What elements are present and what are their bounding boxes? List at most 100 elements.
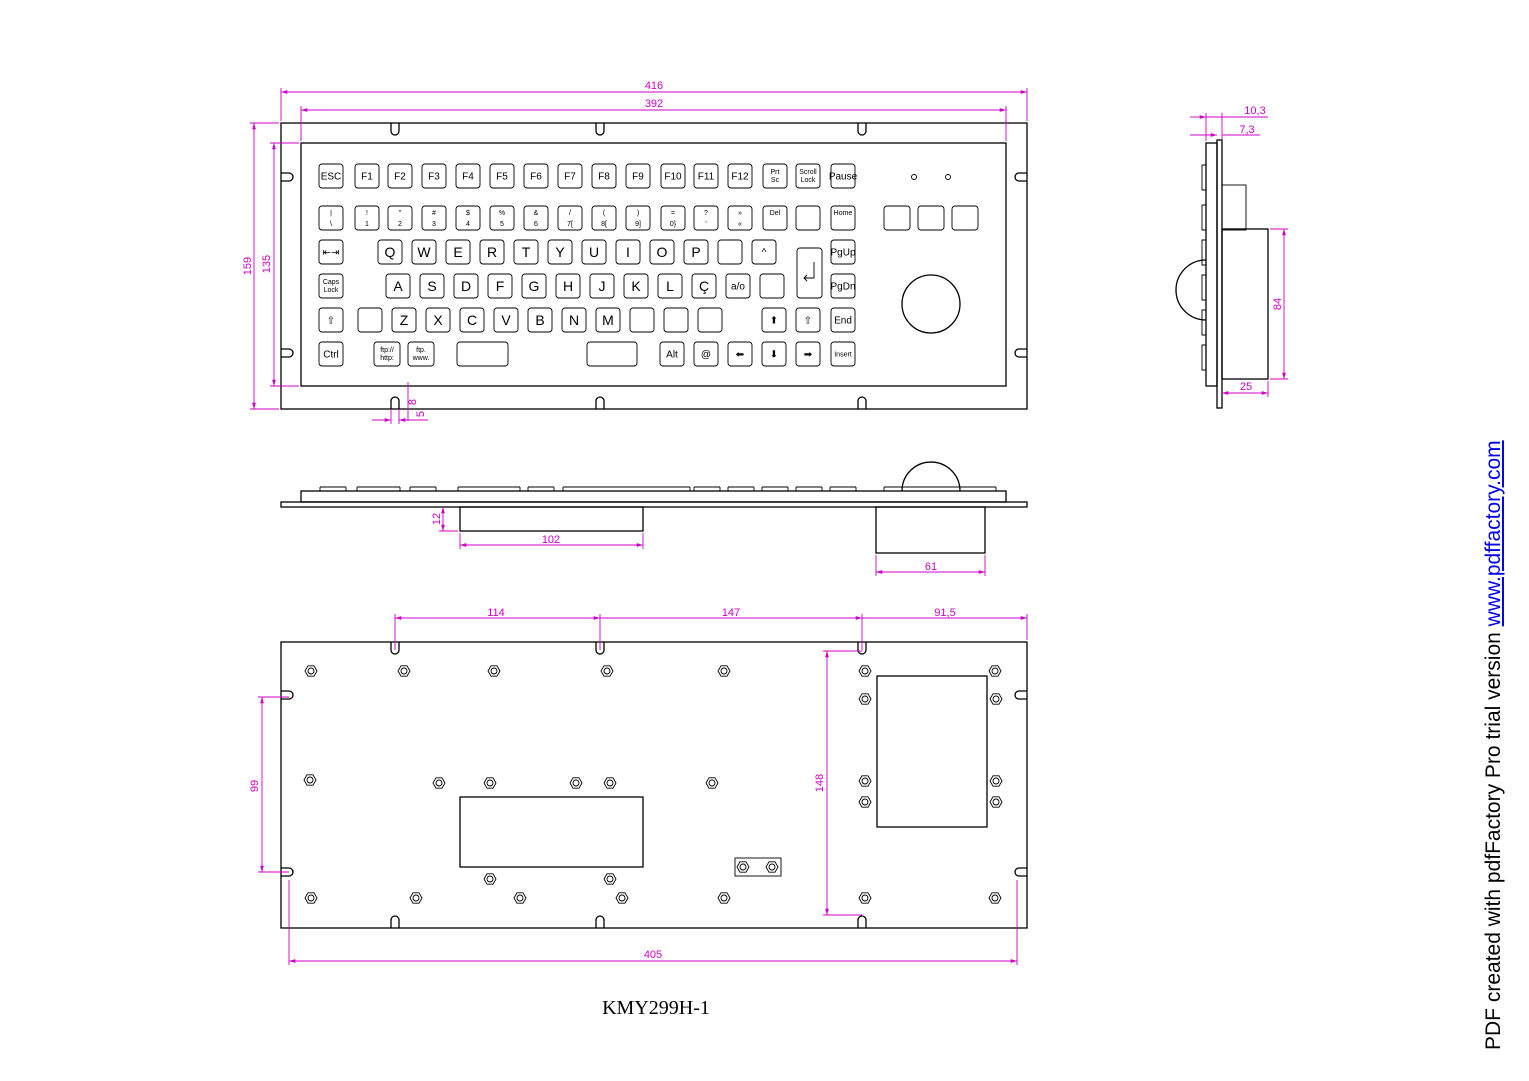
- svg-text:K: K: [631, 278, 641, 294]
- dim-135: 135: [261, 255, 273, 273]
- svg-text:F8: F8: [598, 172, 610, 183]
- rear-dimensions: 114 147 91,5 99 148 405: [249, 607, 1028, 965]
- rear-controller-box: [459, 796, 644, 868]
- svg-text:=: =: [671, 210, 675, 217]
- watermark-text: PDF created with pdfFactory Pro trial ve…: [1482, 626, 1505, 1050]
- svg-text:@: @: [701, 350, 711, 361]
- svg-text:⇧: ⇧: [327, 316, 335, 327]
- svg-text:': ': [705, 221, 706, 228]
- svg-text:A: A: [393, 278, 403, 294]
- dim-159: 159: [242, 257, 254, 275]
- side-view: 10,3 7,3 84 25: [1175, 105, 1288, 409]
- svg-text:\: \: [330, 221, 332, 228]
- svg-text:F4: F4: [462, 172, 474, 183]
- mounting-bolt: [717, 892, 731, 904]
- mounting-bolt: [304, 665, 318, 677]
- svg-text:»: »: [738, 210, 742, 217]
- dim-84: 84: [1272, 298, 1284, 310]
- svg-text:Z: Z: [400, 312, 409, 328]
- key-row4: PgDn: [830, 273, 856, 299]
- key-row5: [629, 307, 655, 333]
- key-row2: |\: [318, 205, 344, 231]
- mounting-bolts: [303, 665, 1003, 904]
- key-row3: Q: [377, 239, 403, 265]
- svg-text:⬆: ⬆: [770, 316, 778, 327]
- key-row2: !1: [354, 205, 380, 231]
- mounting-bolt: [603, 873, 617, 885]
- key-row1: Pause: [829, 163, 858, 189]
- side-panel: [1216, 139, 1223, 409]
- key-row4: D: [453, 273, 479, 299]
- svg-text:⇤⇥: ⇤⇥: [323, 248, 340, 259]
- key-row3: [717, 239, 743, 265]
- svg-text:): ): [637, 210, 639, 217]
- svg-text:➡: ➡: [804, 350, 813, 361]
- key-row5: ⬆: [761, 307, 787, 333]
- key-row2: /7[: [557, 205, 583, 231]
- svg-text:Prt: Prt: [771, 169, 780, 176]
- svg-text:#: #: [432, 210, 436, 217]
- svg-text:^: ^: [762, 248, 767, 259]
- mounting-bolt: [858, 693, 872, 705]
- key-row1: F10: [660, 163, 686, 189]
- key-row2: #3: [421, 205, 447, 231]
- side-trackball: [1175, 259, 1207, 321]
- key-row1: F3: [421, 163, 447, 189]
- svg-text:P: P: [691, 244, 700, 260]
- key-row3: O: [649, 239, 675, 265]
- key-row1: F2: [387, 163, 413, 189]
- dim-148: 148: [814, 774, 826, 792]
- key-row3: R: [479, 239, 505, 265]
- mounting-bolt: [988, 665, 1002, 677]
- side-keypad: [1205, 142, 1218, 387]
- key-row2: "2: [387, 205, 413, 231]
- mouse-key: [883, 205, 911, 231]
- key-row1: F9: [625, 163, 651, 189]
- mounting-bolt: [569, 777, 583, 789]
- svg-text:ftp.: ftp.: [416, 347, 426, 354]
- key-row6: ⬇: [761, 341, 787, 367]
- key-row1: F4: [455, 163, 481, 189]
- key-row2: &6: [523, 205, 549, 231]
- svg-text:http:: http:: [380, 355, 394, 362]
- mouse-key: [951, 205, 979, 231]
- mounting-bolt: [858, 775, 872, 787]
- mounting-bolt: [858, 665, 872, 677]
- svg-text:6: 6: [534, 221, 538, 228]
- key-row3: ⇤⇥: [318, 239, 344, 265]
- key-row6: Alt: [659, 341, 685, 367]
- svg-text:⇧: ⇧: [804, 316, 812, 327]
- watermark-link[interactable]: www.pdffactory.com: [1482, 440, 1505, 627]
- edge-trackball: [901, 461, 961, 492]
- mounting-bolt: [397, 665, 411, 677]
- svg-text:$: $: [466, 210, 470, 217]
- key-row5: V: [493, 307, 519, 333]
- key-row2: )9]: [625, 205, 651, 231]
- svg-text:Del: Del: [770, 210, 781, 217]
- svg-text:F12: F12: [731, 172, 749, 183]
- svg-text:M: M: [602, 312, 614, 328]
- dim-10-3: 10,3: [1244, 105, 1265, 117]
- mounting-bolt: [615, 892, 629, 904]
- key-row6: @: [693, 341, 719, 367]
- mounting-bolt: [989, 796, 1003, 808]
- key-row6: ftp://http:: [373, 341, 401, 367]
- svg-text:F1: F1: [361, 172, 373, 183]
- dim-61: 61: [925, 561, 937, 573]
- key-row4: H: [555, 273, 581, 299]
- key-row4: a/o: [725, 273, 751, 299]
- mounting-bolt: [483, 873, 497, 885]
- dim-99: 99: [249, 780, 261, 792]
- dim-7-3: 7,3: [1239, 124, 1254, 136]
- key-row1: F1: [354, 163, 380, 189]
- key-row6: ⬅: [727, 341, 753, 367]
- svg-text:1: 1: [365, 221, 369, 228]
- svg-text:%: %: [499, 210, 505, 217]
- svg-text:R: R: [487, 244, 497, 260]
- key-row3: ^: [751, 239, 777, 265]
- svg-text:⬅: ⬅: [736, 350, 744, 361]
- key-row6: ➡: [795, 341, 821, 367]
